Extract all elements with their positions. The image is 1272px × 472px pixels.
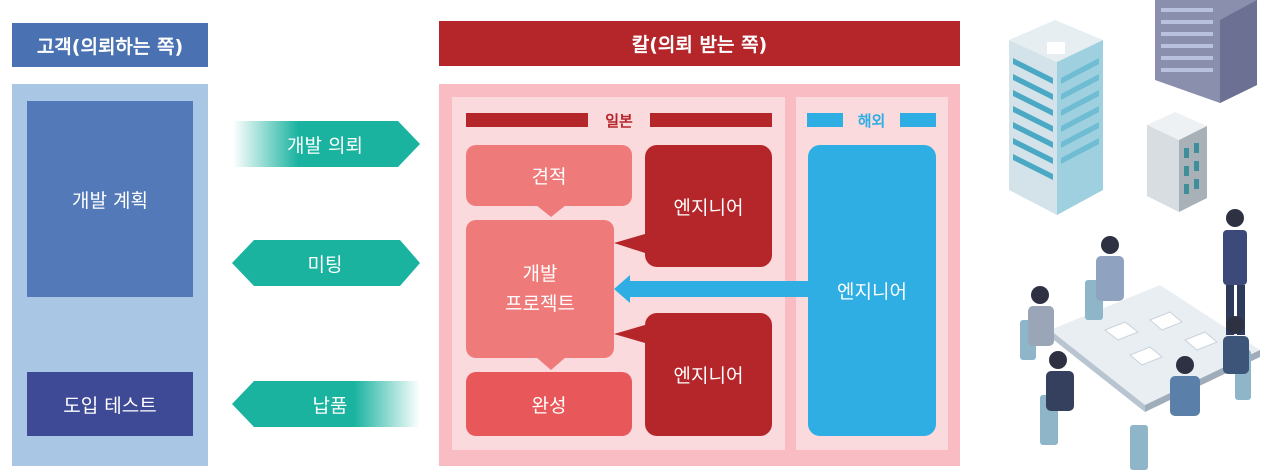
- adoption-test-box: 도입 테스트: [27, 372, 193, 436]
- delivery-arrow-shape: [232, 381, 420, 427]
- estimate-label: 견적: [531, 166, 567, 188]
- request-label: 개발 의뢰: [287, 134, 363, 157]
- estimate-pointer: [536, 205, 566, 217]
- overseas-engineer-label: 엔지니어: [837, 281, 907, 303]
- overseas-bar-left: [807, 113, 843, 127]
- overseas-engineer-box: 엔지니어: [808, 145, 936, 436]
- request-arrow-shape: [233, 121, 420, 167]
- meeting-flow-label: 미팅: [255, 240, 395, 286]
- meeting-label: 미팅: [307, 253, 343, 276]
- dev-plan-label: 개발 계획: [72, 189, 148, 212]
- client-header: 고객(의뢰하는 쪽): [12, 23, 208, 67]
- engineer-top-label: 엔지니어: [673, 196, 744, 219]
- dev-plan-box: 개발 계획: [27, 101, 193, 297]
- overseas-label-text: 해외: [857, 111, 886, 130]
- engineer-bottom-label: 엔지니어: [673, 365, 744, 387]
- request-flow-label: 개발 의뢰: [255, 121, 395, 167]
- flow-arrows: [232, 121, 420, 427]
- complete-label: 완성: [531, 394, 567, 417]
- kal-header-label: 칼(의뢰 받는 쪽): [631, 34, 768, 56]
- project-pointer: [536, 357, 566, 370]
- japan-label-text: 일본: [605, 111, 633, 130]
- dev-project-line1: 개발: [522, 263, 558, 285]
- japan-bar-right: [650, 113, 772, 127]
- meeting-people-icon: [1020, 209, 1260, 470]
- client-header-label: 고객(의뢰하는 쪽): [36, 35, 184, 58]
- kal-header: 칼(의뢰 받는 쪽): [439, 21, 960, 66]
- engineer-bottom-notch: [614, 325, 645, 343]
- engineer-top-notch: [614, 234, 645, 253]
- overseas-label: 해외: [843, 109, 900, 131]
- dev-project-line2: 프로젝트: [505, 293, 575, 315]
- kal-connectors: [536, 205, 810, 370]
- office-building-icon: [1009, 0, 1257, 215]
- adoption-test-label: 도입 테스트: [63, 394, 157, 417]
- complete-box: 완성: [466, 372, 632, 436]
- overseas-connector: [614, 275, 810, 303]
- dev-project-box: 개발 프로젝트: [466, 220, 614, 358]
- japan-label: 일본: [588, 109, 650, 131]
- engineer-top-box: 엔지니어: [645, 145, 772, 267]
- engineer-bottom-box: 엔지니어: [645, 313, 772, 436]
- overseas-bar-right: [900, 113, 936, 127]
- estimate-box: 견적: [466, 145, 632, 206]
- japan-bar-left: [466, 113, 588, 127]
- delivery-label: 납품: [312, 394, 348, 417]
- delivery-flow-label: 납품: [260, 381, 400, 427]
- meeting-arrow-shape: [232, 240, 420, 286]
